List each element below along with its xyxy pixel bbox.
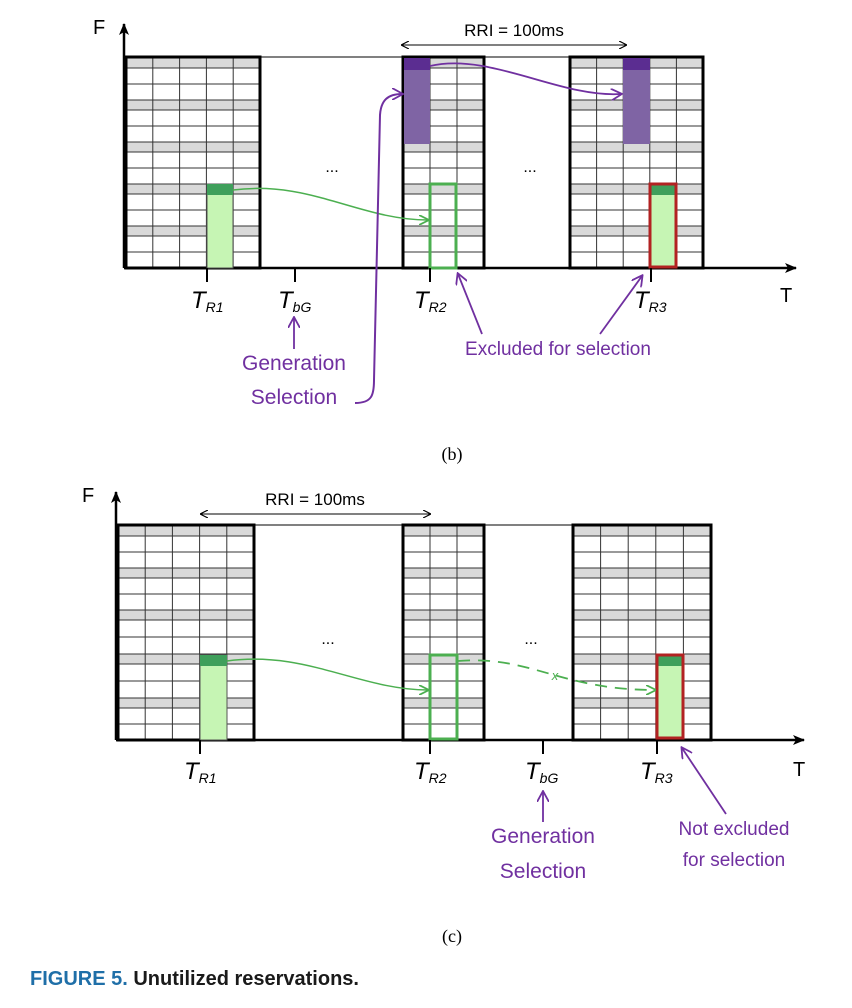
purple-reservation-arrow bbox=[429, 62, 621, 94]
grid-band bbox=[403, 142, 484, 152]
green-cap-tr1 bbox=[200, 655, 227, 666]
grid-band bbox=[118, 610, 254, 620]
grid-band bbox=[403, 526, 484, 536]
purple-resource-tr2 bbox=[404, 58, 430, 144]
grid-block-2 bbox=[401, 523, 486, 742]
not-excluded-label-2: for selection bbox=[683, 850, 785, 871]
generation-label: Generation bbox=[491, 825, 595, 848]
grid-band bbox=[573, 698, 711, 708]
grid-band bbox=[403, 568, 484, 578]
not-excluded-arrow bbox=[682, 748, 727, 815]
green-reservation-arrow bbox=[232, 187, 428, 220]
grid-border bbox=[124, 55, 262, 270]
generation-label: Generation bbox=[242, 352, 346, 375]
label-tr2: TR2 bbox=[414, 287, 447, 315]
ellipsis-2: ... bbox=[524, 631, 537, 648]
grid-block-1 bbox=[116, 523, 256, 742]
grid-band bbox=[118, 568, 254, 578]
grid-band bbox=[573, 568, 711, 578]
purple-cap-tr3 bbox=[623, 58, 650, 70]
red-outline-tr3 bbox=[655, 653, 685, 740]
green-reservation-arrow bbox=[226, 658, 428, 690]
axis-t-label: T bbox=[780, 285, 792, 307]
ellipsis-2: ... bbox=[523, 159, 536, 176]
label-tr1: TR1 bbox=[184, 758, 217, 786]
grid-band bbox=[118, 526, 254, 536]
grid-band bbox=[573, 526, 711, 536]
label-tr3: TR3 bbox=[634, 287, 667, 315]
grid-band bbox=[403, 610, 484, 620]
green-resource-tr1 bbox=[199, 654, 228, 741]
green-resource-tr1 bbox=[206, 183, 234, 269]
grid-band bbox=[403, 100, 484, 110]
selection-label: Selection bbox=[251, 386, 337, 409]
rri-label: RRI = 100ms bbox=[464, 21, 564, 40]
panel-c: F T RRI = 100ms ... ... x TR1 TR2 TbG TR… bbox=[82, 485, 805, 947]
sublabel-c: (c) bbox=[442, 926, 462, 947]
grid-band bbox=[126, 226, 260, 236]
purple-cap-tr2 bbox=[404, 58, 430, 70]
caption-text: Unutilized reservations. bbox=[133, 968, 359, 990]
excluded-arrow-tr3 bbox=[599, 276, 642, 335]
not-excluded-label-1: Not excluded bbox=[679, 819, 790, 840]
green-resource-tr3 bbox=[651, 184, 675, 266]
axis-f-label: F bbox=[93, 17, 105, 39]
red-outline-tr3 bbox=[648, 182, 678, 269]
ellipsis-1: ... bbox=[321, 631, 334, 648]
green-cap-tr1 bbox=[207, 184, 233, 195]
green-outline-tr2 bbox=[428, 653, 459, 741]
dashed-cancelled-arrow bbox=[457, 659, 655, 690]
green-cap-tr3 bbox=[658, 655, 682, 666]
grid-border bbox=[571, 523, 713, 742]
grid-band bbox=[126, 100, 260, 110]
grid-band bbox=[573, 610, 711, 620]
cross-mark: x bbox=[551, 668, 559, 683]
excluded-label: Excluded for selection bbox=[465, 339, 651, 360]
figure-5-diagram: F T RRI = 100ms ... ... bbox=[82, 17, 805, 947]
grid-block-3 bbox=[571, 523, 713, 742]
grid-block-1 bbox=[124, 55, 262, 270]
grid-band bbox=[403, 654, 484, 664]
grid-band bbox=[126, 184, 260, 194]
grid-band bbox=[118, 698, 254, 708]
grid-band bbox=[403, 226, 484, 236]
grid-band bbox=[118, 654, 254, 664]
selection-label: Selection bbox=[500, 860, 586, 883]
label-tr2: TR2 bbox=[414, 758, 447, 786]
selection-to-purple-arrow bbox=[354, 94, 402, 404]
rri-label: RRI = 100ms bbox=[265, 490, 365, 509]
ellipsis-1: ... bbox=[325, 159, 338, 176]
grid-border bbox=[568, 55, 705, 270]
label-tbg: TbG bbox=[525, 758, 558, 786]
axis-t-label: T bbox=[793, 759, 805, 781]
grid-band bbox=[570, 142, 703, 152]
grid-band bbox=[403, 184, 484, 194]
green-cap-tr3 bbox=[651, 184, 675, 195]
green-resource-tr3 bbox=[658, 655, 682, 737]
panel-b: F T RRI = 100ms ... ... bbox=[93, 17, 797, 465]
sublabel-b: (b) bbox=[442, 444, 463, 465]
grid-band bbox=[573, 654, 711, 664]
label-tbg: TbG bbox=[278, 287, 311, 315]
excluded-arrow-tr2 bbox=[458, 274, 483, 335]
green-outline-tr2 bbox=[428, 182, 458, 270]
grid-band bbox=[570, 184, 703, 194]
label-tr1: TR1 bbox=[191, 287, 224, 315]
grid-band bbox=[126, 142, 260, 152]
grid-band bbox=[403, 698, 484, 708]
figure-number: FIGURE 5. bbox=[30, 968, 128, 990]
figure-caption: FIGURE 5. Unutilized reservations. bbox=[30, 968, 359, 991]
grid-border bbox=[116, 523, 256, 742]
axis-f-label: F bbox=[82, 485, 94, 507]
label-tr3: TR3 bbox=[640, 758, 673, 786]
purple-resource-tr3 bbox=[623, 58, 650, 144]
grid-band bbox=[126, 58, 260, 68]
grid-band bbox=[570, 226, 703, 236]
